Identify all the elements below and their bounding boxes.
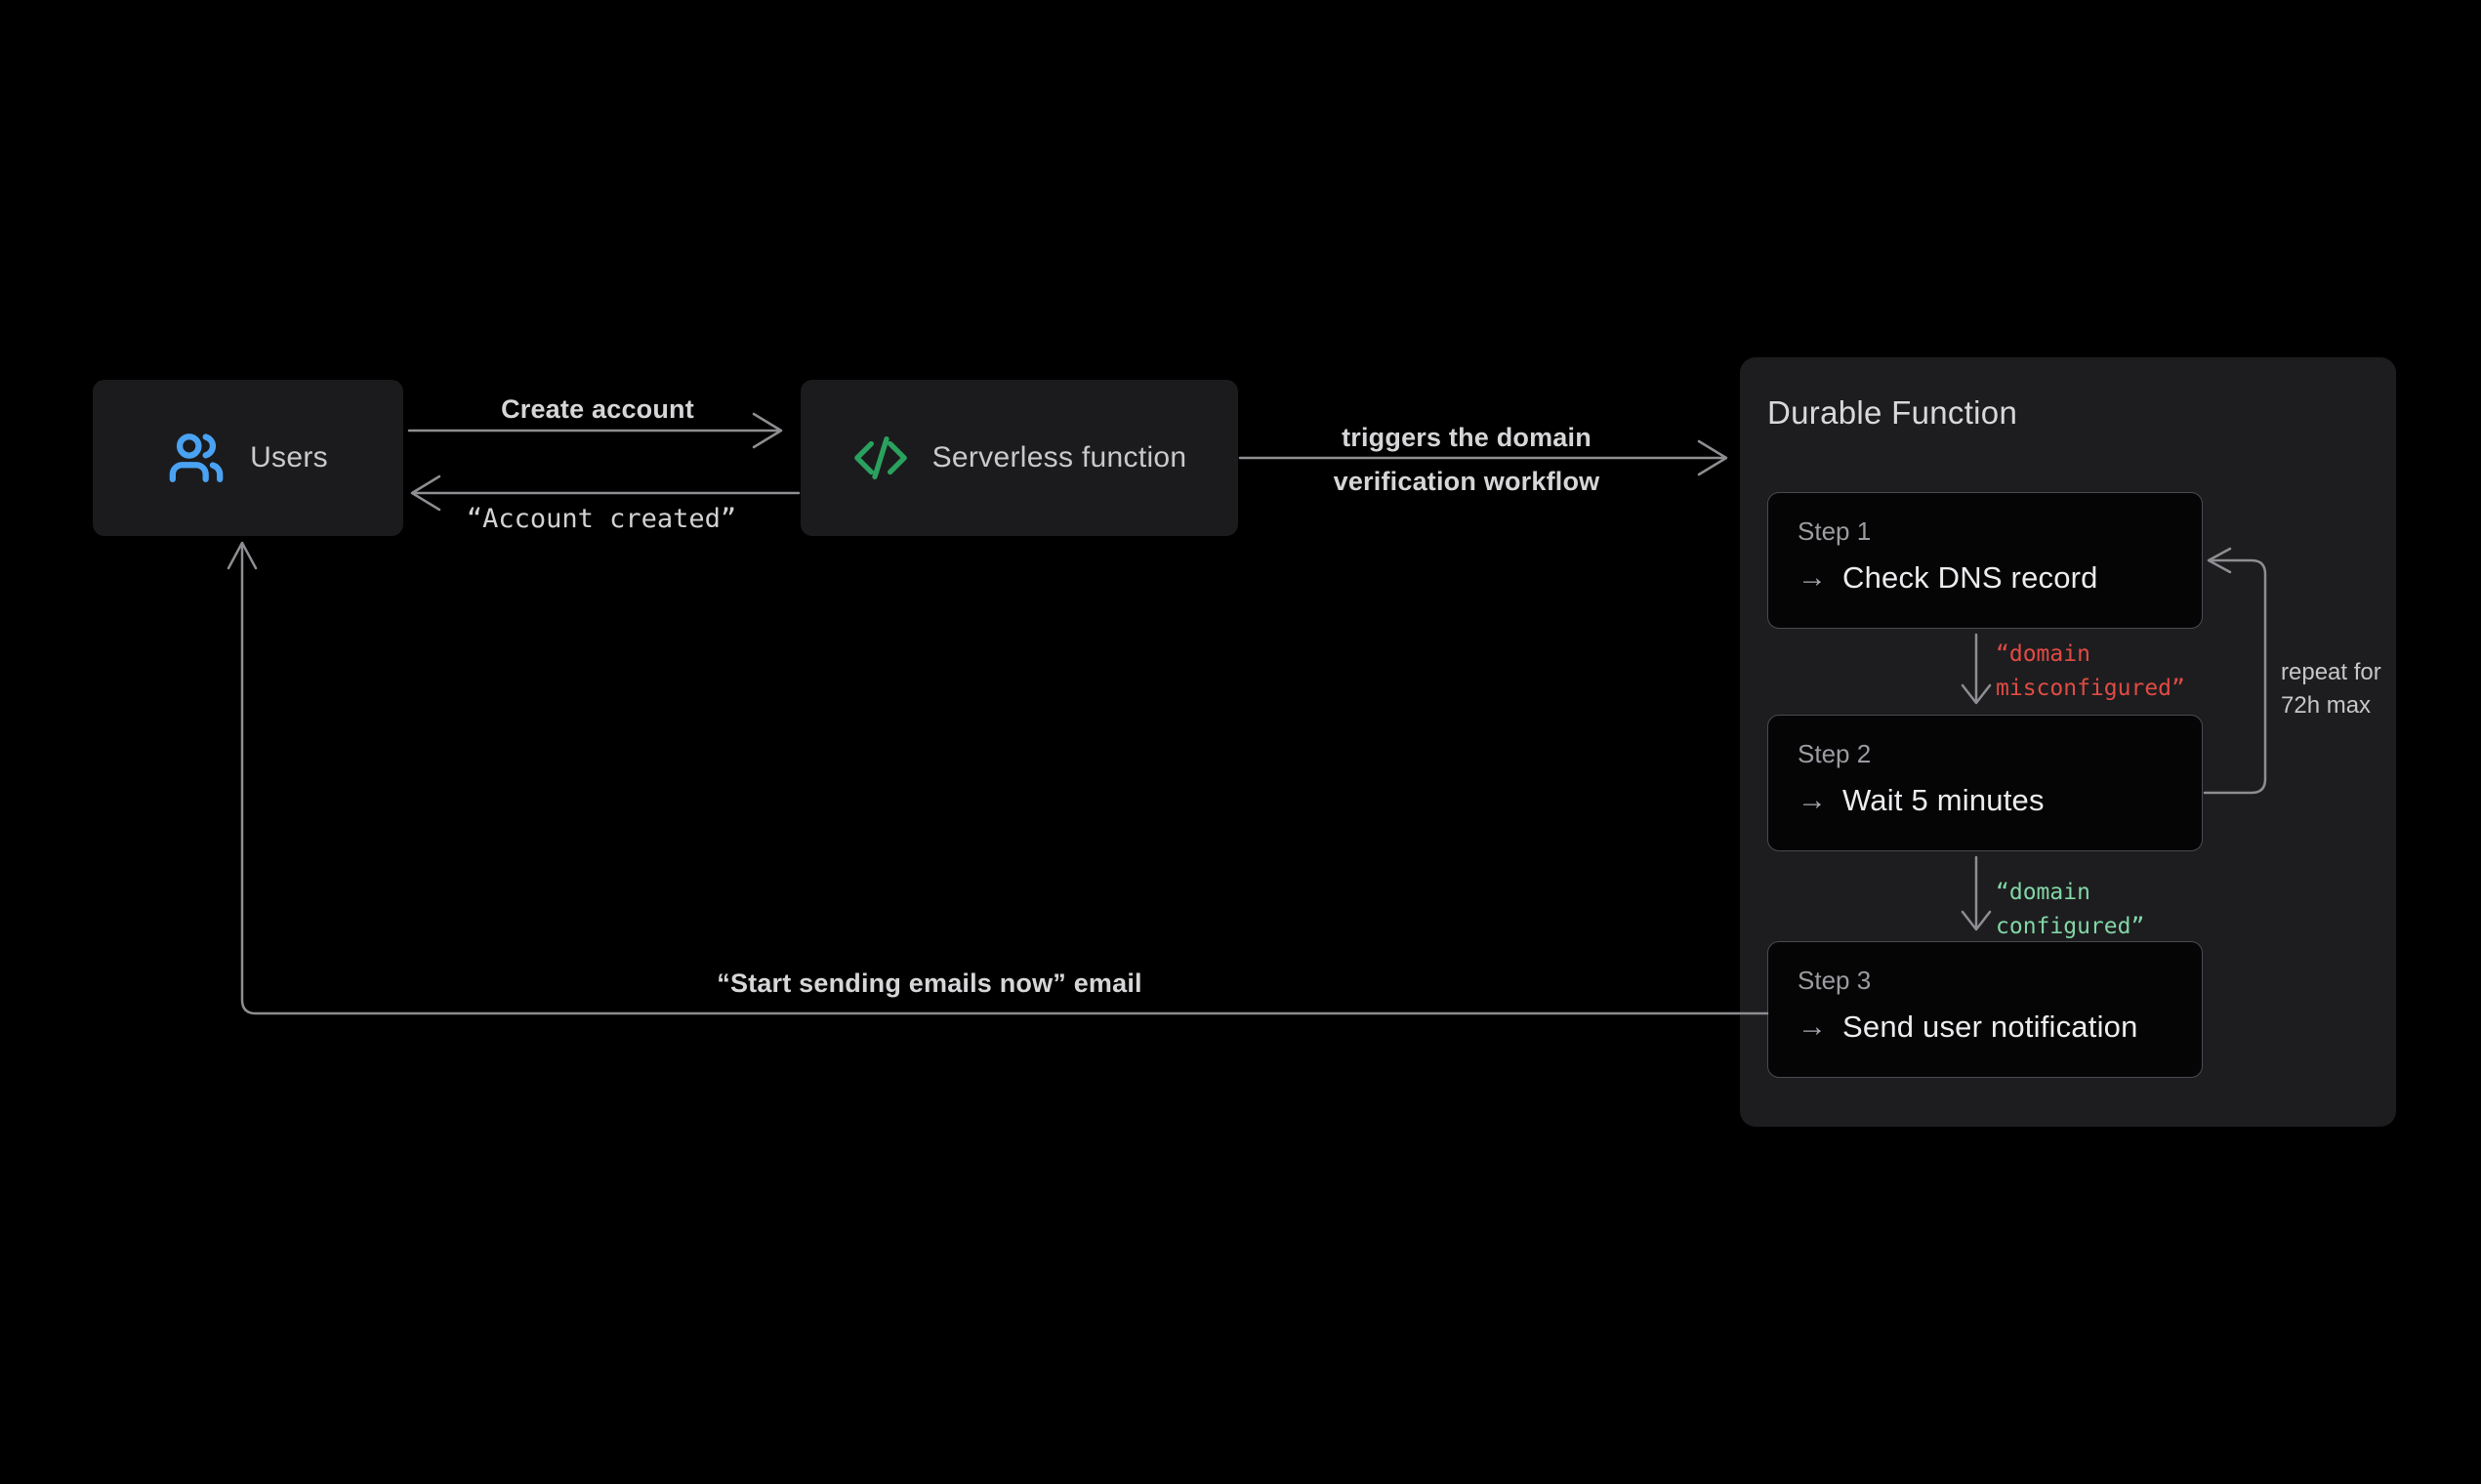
edge-label-domain-configured: “domain configured” <box>1996 876 2144 944</box>
step-3-name: Step 3 <box>1798 966 1872 995</box>
node-serverless-label: Serverless function <box>931 441 1187 474</box>
arrow-right-icon: → <box>1798 1010 1827 1043</box>
step-1-action: Check DNS record <box>1842 560 2098 595</box>
edge-label-configured-line2: configured” <box>1996 914 2145 939</box>
step-1-name: Step 1 <box>1798 516 1872 546</box>
step-1-box: Step 1 → Check DNS record <box>1767 492 2203 629</box>
code-icon <box>853 436 907 479</box>
step-3-box: Step 3 → Send user notification <box>1767 941 2203 1078</box>
edge-label-triggers-line2: verification workflow <box>1333 467 1600 496</box>
edge-label-triggers: triggers the domain verification workflo… <box>1334 416 1600 504</box>
arrow-right-icon: → <box>1798 784 1827 816</box>
panel-durable-function: Durable Function Step 1 → Check DNS reco… <box>1740 357 2396 1127</box>
panel-title: Durable Function <box>1767 394 2018 431</box>
edge-label-create-account: Create account <box>501 394 694 424</box>
step-2-box: Step 2 → Wait 5 minutes <box>1767 715 2203 851</box>
arrow-right-icon: → <box>1798 561 1827 594</box>
edge-label-repeat-line1: repeat for <box>2281 659 2381 685</box>
edge-label-repeat: repeat for 72h max <box>2281 656 2381 722</box>
node-serverless-function: Serverless function <box>801 380 1238 536</box>
edge-label-misconfigured-line1: “domain <box>1996 641 2090 667</box>
step-2-action: Wait 5 minutes <box>1842 783 2045 817</box>
node-users: Users <box>93 380 403 536</box>
edge-label-repeat-line2: 72h max <box>2281 692 2372 719</box>
users-icon <box>169 433 224 482</box>
node-users-label: Users <box>250 441 328 474</box>
edge-label-account-created: “Account created” <box>466 504 737 534</box>
edge-label-start-sending-emails: “Start sending emails now” email <box>717 969 1142 998</box>
step-2-name: Step 2 <box>1798 739 1872 768</box>
edge-label-configured-line1: “domain <box>1996 880 2090 905</box>
edge-label-triggers-line1: triggers the domain <box>1342 423 1592 452</box>
edge-label-misconfigured-line2: misconfigured” <box>1996 676 2185 701</box>
edge-label-domain-misconfigured: “domain misconfigured” <box>1996 638 2185 706</box>
step-3-action: Send user notification <box>1842 1010 2138 1044</box>
edge-notify-arrow <box>227 541 1769 1015</box>
